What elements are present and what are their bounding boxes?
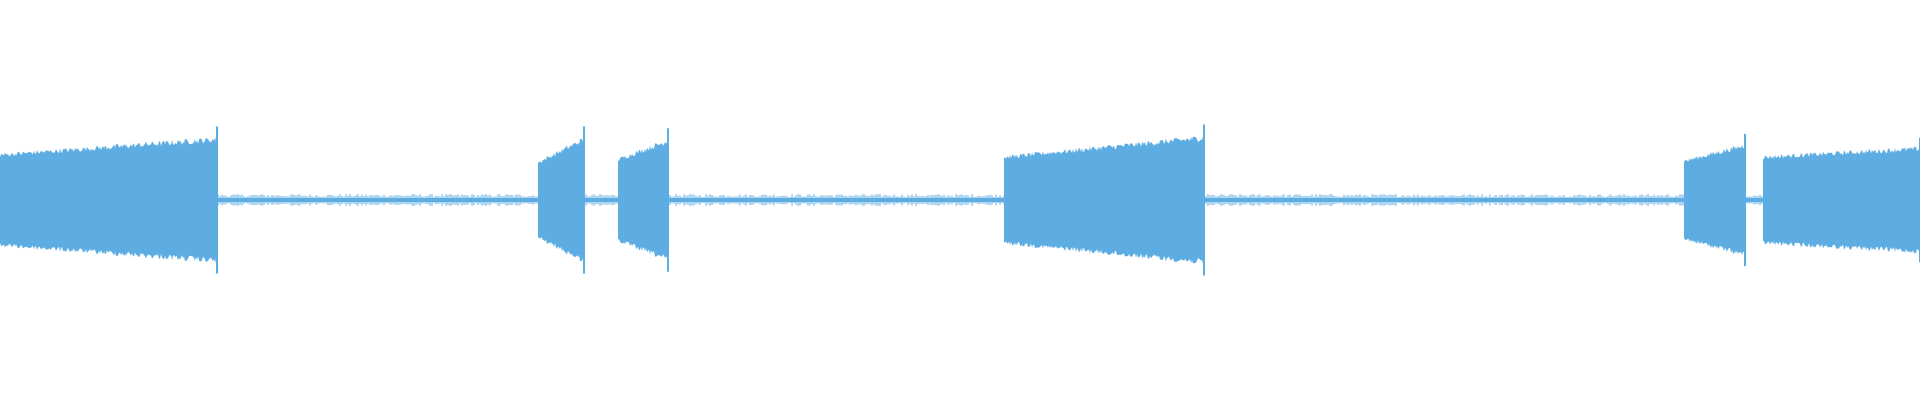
waveform-peak-3	[667, 128, 669, 272]
waveform-peak-5	[1744, 133, 1746, 267]
waveform-peak-4	[1203, 124, 1205, 276]
waveform-segment-6	[1763, 146, 1920, 254]
waveform-peak-1	[216, 126, 218, 274]
waveform-segment-3	[618, 142, 668, 258]
waveform-segment-1	[0, 136, 217, 264]
waveform-segment-2	[538, 137, 584, 263]
waveform-peak-2	[583, 126, 585, 274]
waveform-segment-5	[1684, 145, 1745, 255]
waveform-segment-4	[1004, 136, 1204, 264]
